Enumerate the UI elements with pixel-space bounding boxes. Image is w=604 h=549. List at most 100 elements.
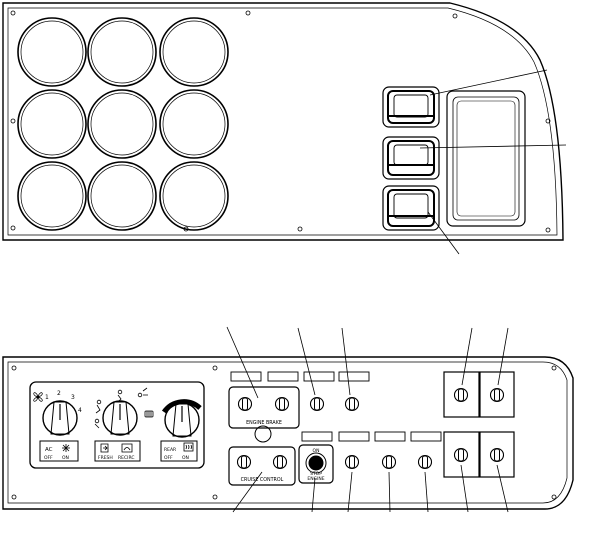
rear-off-label: OFF: [164, 455, 173, 461]
fan-speed-mark: 3: [71, 394, 75, 401]
toggle-switch: [417, 454, 433, 470]
toggle-switch: [344, 396, 360, 412]
panel-screw: [10, 10, 16, 16]
guarded-toggle-switch: [479, 431, 515, 478]
gauge: [87, 17, 157, 87]
rocker-switch-stack: [382, 86, 440, 231]
gauge: [159, 17, 229, 87]
leader-line: [419, 144, 567, 149]
fan-speed-mark: 2: [57, 390, 61, 397]
snowflake-icon: [62, 444, 70, 452]
temperature-knob: [144, 399, 202, 438]
leader-line: [388, 471, 391, 513]
upper-leader-lines: [419, 69, 567, 255]
leader-line: [460, 464, 469, 513]
panel-screw: [212, 494, 218, 500]
panel-screw: [545, 118, 551, 124]
label-strip: [338, 431, 370, 442]
toggle-switch: [344, 454, 360, 470]
engine-brake-label: ENGINE BRAKE: [246, 420, 282, 426]
leader-line: [341, 327, 351, 396]
gauge: [87, 161, 157, 231]
rocker-switch: [382, 86, 440, 128]
stop-engine-middle-label: STOP: [310, 471, 322, 477]
toggle-switch: [309, 396, 325, 412]
gauge: [17, 89, 87, 159]
fresh-air-icon: [100, 443, 109, 453]
panel-screw: [545, 227, 551, 233]
middle-label-strips: [301, 431, 442, 442]
gauge: [17, 17, 87, 87]
gauge: [87, 89, 157, 159]
leader-line: [497, 327, 509, 386]
panel-screw: [452, 13, 458, 19]
vent-face-icon: [95, 399, 102, 414]
rocker-switch: [382, 136, 440, 180]
guarded-toggle-switch: [443, 431, 480, 478]
leader-line: [226, 326, 259, 399]
leader-line: [496, 464, 509, 513]
control-panel-inner-outline: [7, 361, 568, 504]
air-source-button: FRESH RECIRC: [94, 440, 141, 462]
ac-on-label: ON: [62, 455, 69, 461]
panel-screw: [551, 365, 557, 371]
panel-screw: [11, 494, 17, 500]
vent-mode-knob: [94, 387, 148, 436]
ac-button: AC OFF ON: [39, 440, 79, 462]
label-strip: [338, 371, 370, 382]
cruise-toggle-right: [272, 454, 288, 470]
leader-line: [311, 477, 316, 513]
fan-icon: [33, 392, 43, 402]
gauge: [159, 89, 229, 159]
fan-speed-mark: 1: [45, 394, 49, 401]
gauge: [17, 161, 87, 231]
panel-screw: [10, 118, 16, 124]
display-cover: [446, 90, 526, 227]
vent-feet-icon: [117, 389, 123, 403]
engine-brake-toggle-left: [237, 396, 253, 412]
cruise-toggle-left: [236, 454, 252, 470]
control-panel-screws: [11, 365, 557, 500]
ac-button-label: AC: [45, 447, 53, 453]
stop-engine-top-label: ON: [313, 448, 320, 454]
rear-heater-button: REAR OFF ON: [160, 440, 198, 462]
panel-screw: [11, 365, 17, 371]
blank-plug: [254, 425, 272, 443]
label-strip: [301, 431, 333, 442]
hvac-module: 1 2 3 4: [29, 381, 205, 469]
engine-brake-group: ENGINE BRAKE: [228, 386, 300, 429]
stop-engine-button: ON STOP ENGINE: [298, 444, 334, 484]
rear-on-label: ON: [182, 455, 189, 461]
leader-line: [347, 471, 353, 513]
fan-speed-mark: 4: [78, 407, 82, 414]
instrument-panel-outline: [2, 2, 564, 241]
label-strip: [230, 371, 262, 382]
leader-line: [427, 211, 460, 255]
label-strip: [410, 431, 442, 442]
stop-engine-bottom-label: ENGINE: [307, 476, 324, 482]
recirculate-icon: [121, 443, 133, 453]
recirc-label: RECIRC: [118, 455, 134, 461]
label-strip: [303, 371, 335, 382]
panel-screw: [10, 225, 16, 231]
rear-heater-icon: [183, 442, 194, 452]
lower-leader-lines: [226, 326, 509, 513]
rear-label: REAR: [164, 447, 176, 453]
leader-line: [461, 327, 473, 386]
leader-line: [297, 327, 316, 396]
gauge: [159, 161, 229, 231]
leader-line: [429, 69, 548, 96]
top-label-strips: [230, 371, 370, 382]
label-strip: [374, 431, 406, 442]
ac-off-label: OFF: [44, 455, 53, 461]
guarded-toggle-switch: [479, 371, 515, 418]
leader-line: [424, 471, 429, 513]
hvac-module-frame: [29, 381, 205, 469]
control-panel: 1 2 3 4: [2, 326, 574, 513]
guarded-toggle-switch: [443, 371, 480, 418]
instrument-panel-inner-outline: [7, 7, 558, 236]
engine-brake-toggle-right: [274, 396, 290, 412]
fresh-label: FRESH: [98, 455, 113, 461]
cruise-control-label: CRUISE CONTROL: [241, 477, 284, 483]
